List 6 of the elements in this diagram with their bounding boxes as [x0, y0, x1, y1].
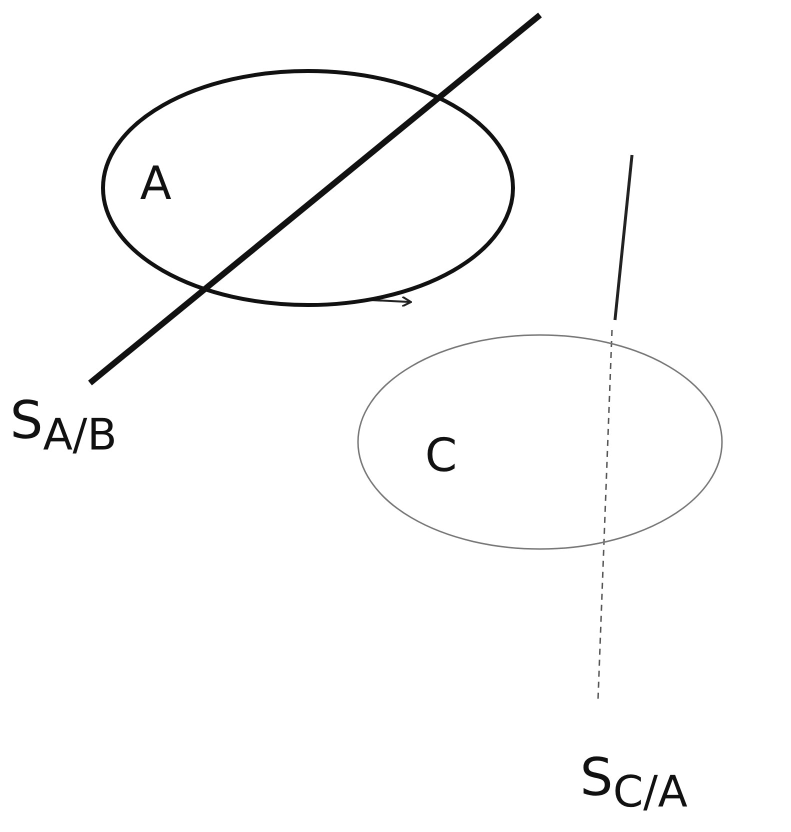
- ellipse-outline: [355, 332, 725, 552]
- region-label: C: [425, 432, 458, 478]
- ellipse-outline: [100, 68, 516, 308]
- section-label: S$_{C/A}$: [580, 752, 688, 815]
- section-label: S$_{A/B}$: [10, 395, 117, 458]
- region-label: A: [140, 160, 172, 206]
